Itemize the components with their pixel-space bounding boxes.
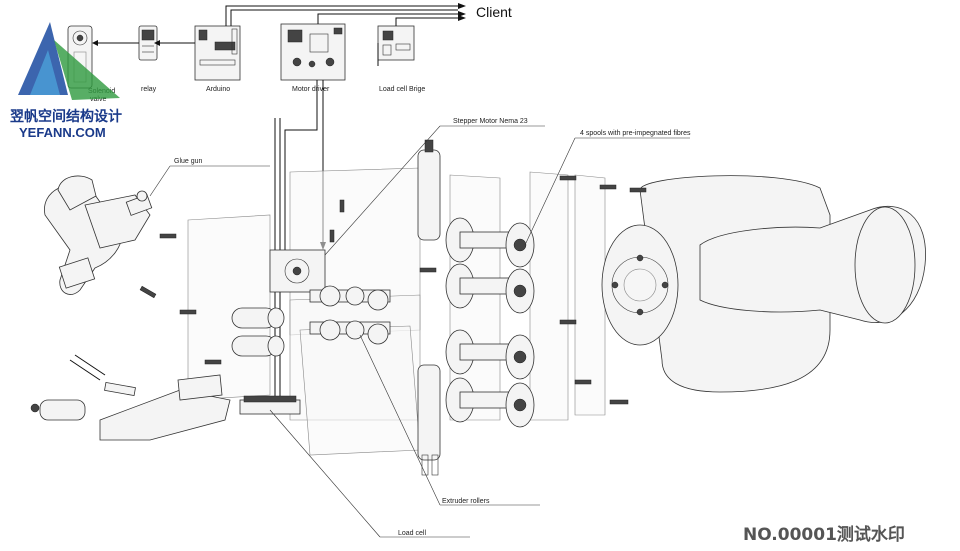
glue-gun (44, 175, 153, 295)
load-cell-bridge-label: Load cell Brige (379, 86, 425, 93)
spool-3 (445, 329, 535, 380)
bolts (139, 175, 647, 405)
spool-4 (445, 377, 535, 428)
watermark-tag: NO.00001测试水印 (743, 524, 905, 545)
electronics-row: Solenoid valve relay Arduino (67, 3, 512, 400)
motor-driver-label: Motor driver (292, 86, 330, 93)
glue-gun-label: Glue gun (174, 158, 203, 165)
extruder-rollers-left (231, 285, 391, 357)
solenoid-valve-label-2: valve (90, 96, 106, 103)
watermark-brand-en: YEFANN.COM (19, 125, 106, 140)
spool-2 (445, 263, 535, 314)
fibre-spools (445, 217, 535, 428)
load-cell-label: Load cell (398, 530, 426, 537)
watermark-brand-cn: 翌帆空间结构设计 (10, 108, 122, 125)
sail-logo-icon (18, 22, 68, 95)
watermark-logo: 翌帆空间结构设计 YEFANN.COM (10, 22, 122, 140)
vertical-rollers (417, 139, 441, 476)
arduino-board-icon (194, 25, 241, 81)
bracket (30, 374, 231, 441)
relay-label: relay (141, 86, 157, 93)
stepper-motor-label: Stepper Motor Nema 23 (453, 118, 528, 125)
client-label: Client (476, 4, 512, 20)
load-cell (239, 395, 301, 415)
robot-arm-flange (601, 175, 926, 393)
spools-label: 4 spools with pre-impegnated fibres (580, 130, 691, 137)
arduino-label: Arduino (206, 86, 230, 93)
tool-tips (69, 354, 136, 397)
spool-1 (445, 217, 535, 268)
motor-driver-icon (280, 23, 346, 81)
extruder-rollers-label: Extruder rollers (442, 498, 490, 505)
stepper-motor (269, 249, 326, 293)
load-cell-bridge-icon (377, 25, 415, 61)
